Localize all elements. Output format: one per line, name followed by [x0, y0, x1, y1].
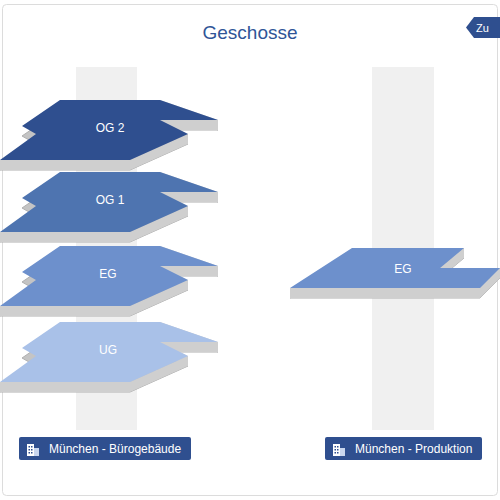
- floor-label: OG 2: [96, 121, 125, 135]
- building-window: [29, 446, 31, 448]
- floor-outline: [0, 246, 220, 321]
- back-tab: Zu: [466, 17, 500, 38]
- building-window: [31, 446, 33, 448]
- building-window: [29, 449, 31, 451]
- site-button: München - Bürogebäude: [19, 437, 191, 460]
- slab-top: [290, 248, 500, 288]
- building-window: [335, 446, 337, 448]
- floor-outline: [0, 322, 220, 397]
- tab-fill: [466, 17, 500, 38]
- building-window: [337, 452, 339, 454]
- slab-edge: [0, 306, 130, 316]
- floor-slab: EG: [0, 246, 220, 321]
- floor-slab: UG: [0, 322, 220, 397]
- slab-edge: [290, 288, 480, 298]
- slab-edge: [0, 232, 130, 242]
- slab-top: [0, 246, 218, 306]
- floor-label: UG: [99, 343, 117, 357]
- building-window: [29, 452, 31, 454]
- floor-outline: [0, 100, 220, 175]
- building-window: [337, 449, 339, 451]
- building-window: [31, 449, 33, 451]
- button-label: München - Bürogebäude: [49, 442, 181, 456]
- floor-slab: EG: [290, 248, 500, 323]
- slab-edge: [0, 160, 130, 170]
- slab-edge: [0, 382, 130, 392]
- floor-label: EG: [394, 262, 411, 276]
- button-label: Zu: [476, 22, 489, 34]
- floor-label: OG 1: [96, 193, 125, 207]
- building-wing: [34, 448, 39, 456]
- building-window: [31, 452, 33, 454]
- button-label: München - Produktion: [355, 442, 472, 456]
- building-wing: [340, 448, 345, 456]
- site-button: München - Produktion: [325, 437, 482, 460]
- floor-slab: OG 2: [0, 100, 220, 175]
- building-body: [333, 444, 340, 456]
- slab-top: [0, 322, 218, 382]
- building-icon: [333, 442, 345, 456]
- building-window: [337, 446, 339, 448]
- floor-label: EG: [99, 267, 116, 281]
- building-window: [335, 452, 337, 454]
- page-title: Geschosse: [0, 22, 500, 44]
- building-window: [335, 449, 337, 451]
- slab-top: [0, 100, 218, 160]
- floor-slab: OG 1: [0, 172, 220, 247]
- floor-outline: [290, 248, 500, 323]
- building-icon: [27, 442, 39, 456]
- slab-top: [0, 172, 218, 232]
- building-body: [27, 444, 34, 456]
- floor-outline: [0, 172, 220, 247]
